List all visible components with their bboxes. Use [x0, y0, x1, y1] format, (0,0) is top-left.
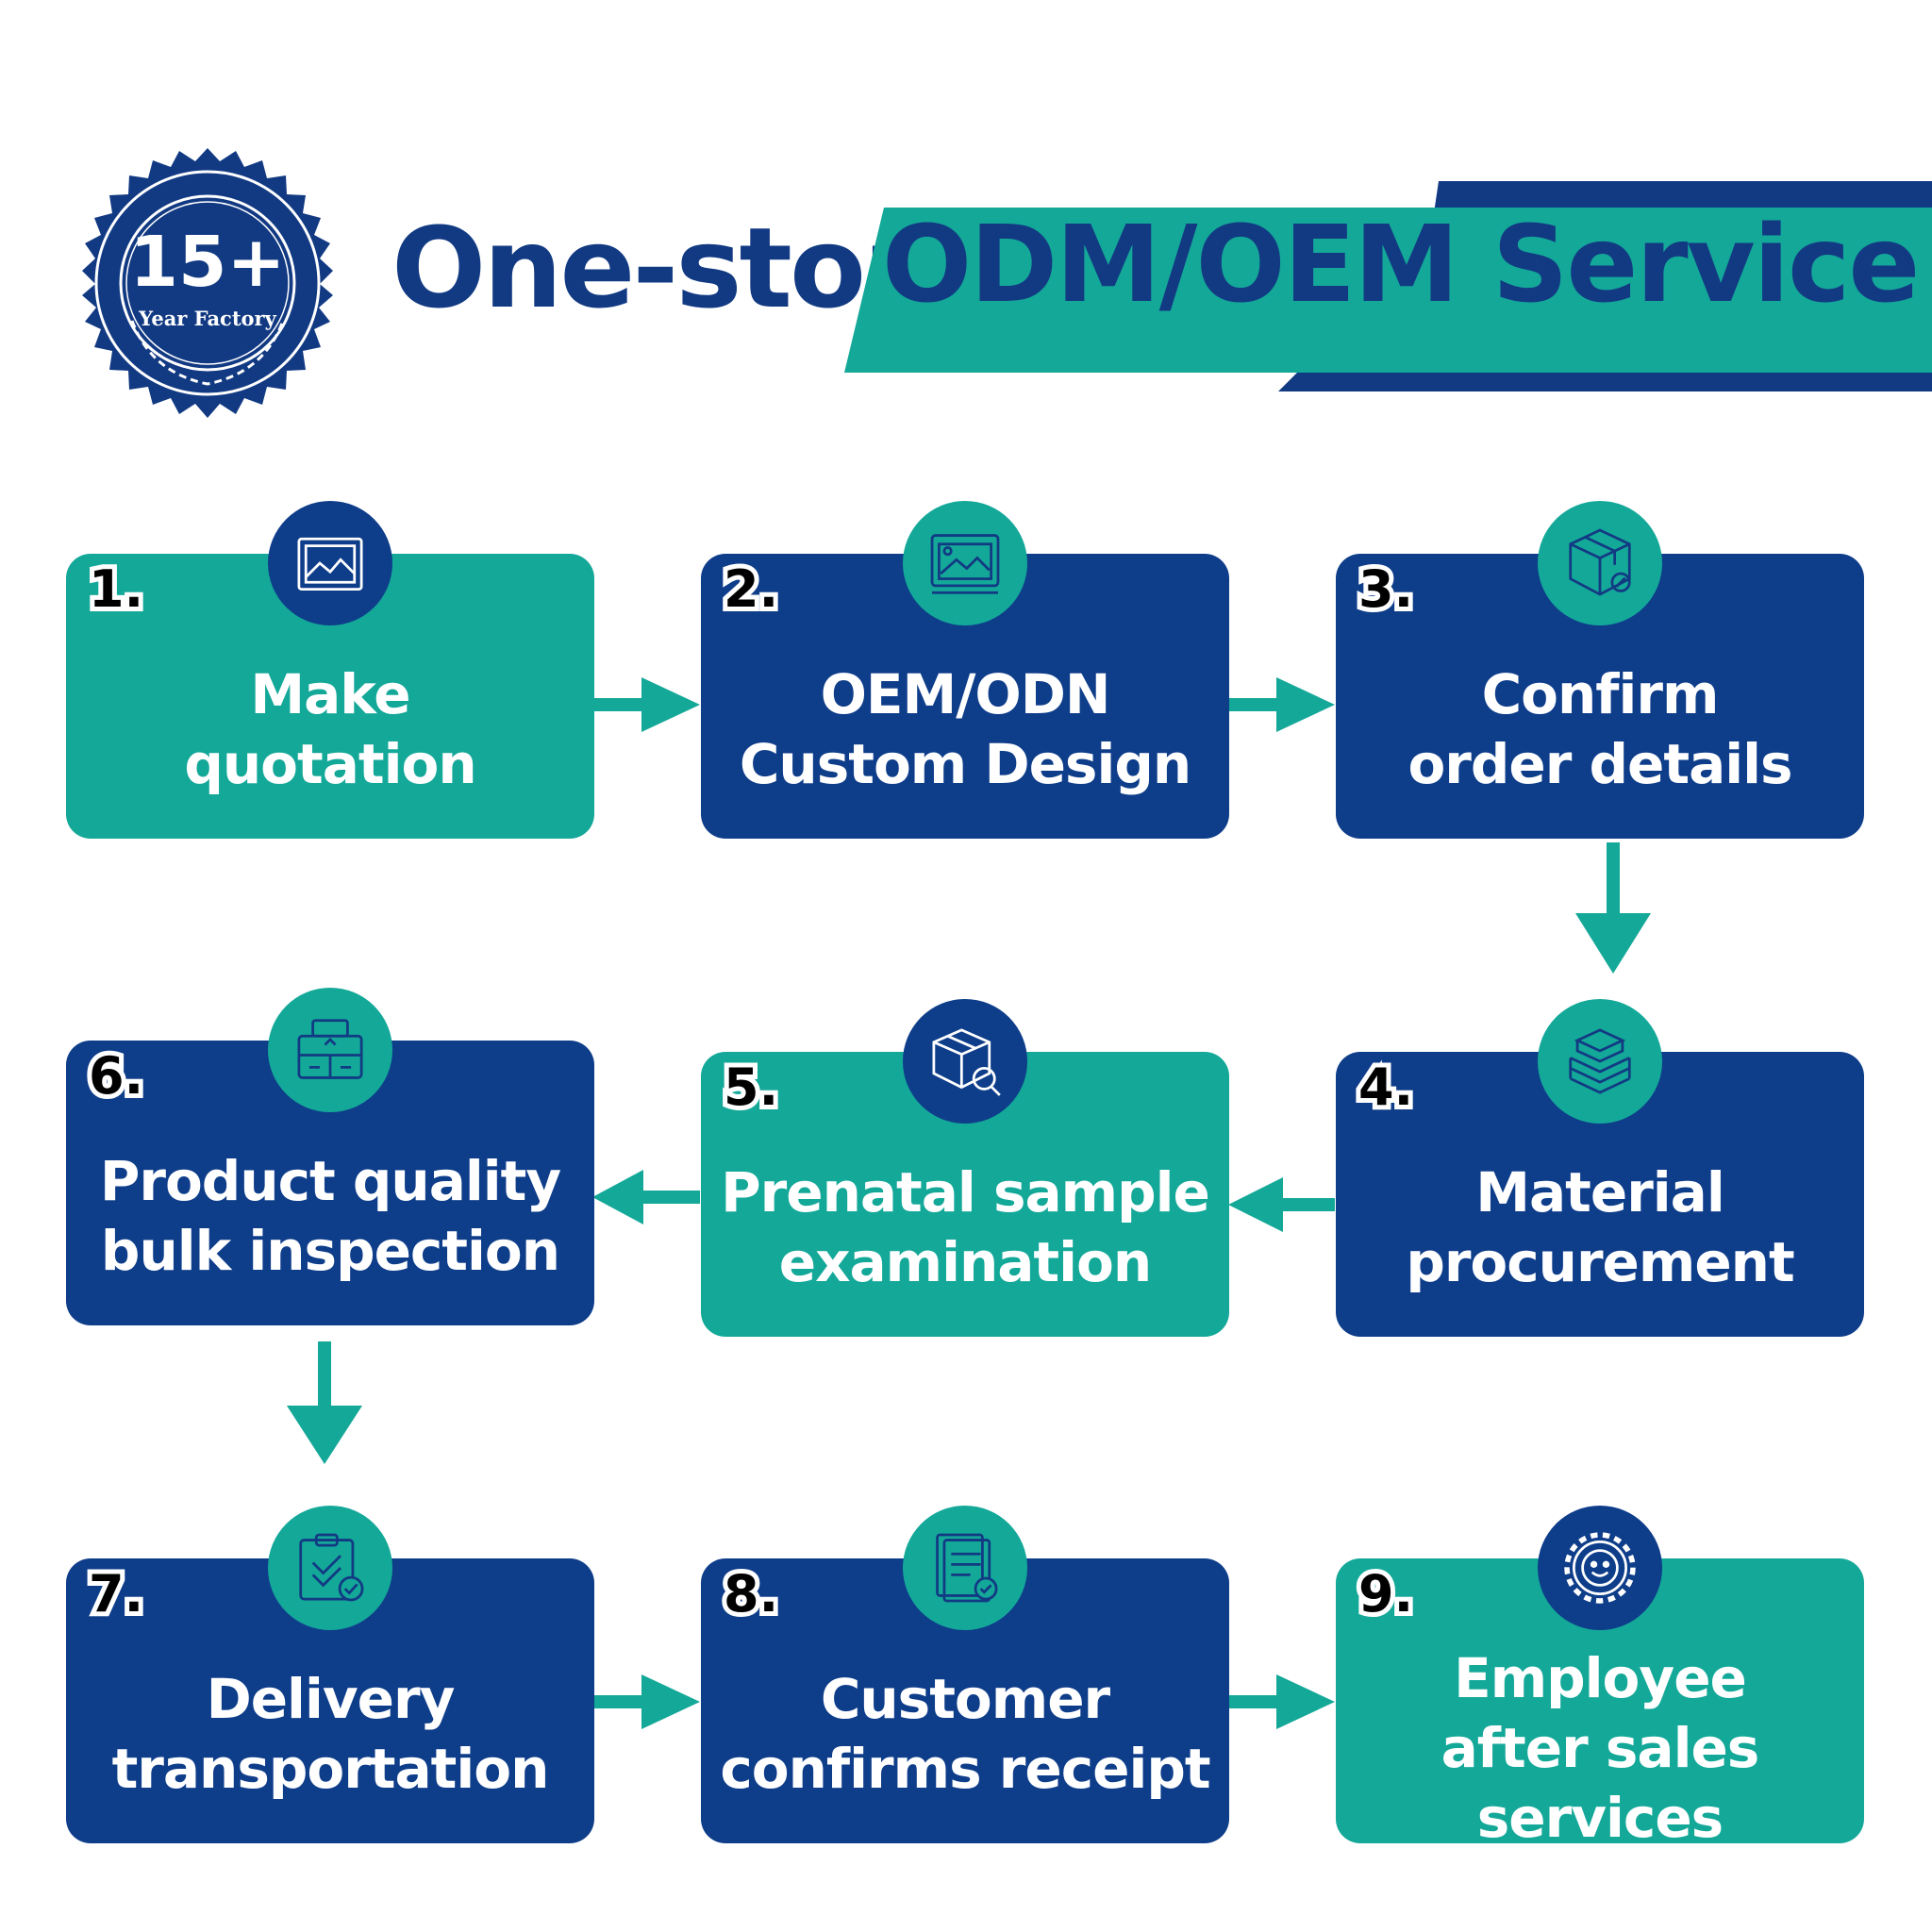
step-2-icon-circle: [903, 501, 1027, 625]
step-2-number: 2.: [719, 555, 783, 624]
badge-caption: Year Factory: [138, 307, 276, 330]
document-check-icon: [936, 1533, 998, 1603]
clipboard-check-icon: [299, 1533, 364, 1602]
step-card-3: 3. Confirm order details: [1336, 501, 1864, 839]
step-5-icon-circle: [903, 999, 1027, 1124]
step-card-2: 2. OEM/ODN Custom Design: [701, 501, 1229, 839]
step-1-label: Make quotation: [184, 661, 476, 796]
step-7-label: Delivery transportation: [111, 1666, 550, 1801]
step-5-label: Prenatal sample examination: [721, 1159, 1210, 1294]
step-3-label: Confirm order details: [1407, 661, 1792, 796]
badge-number: 15+: [130, 222, 286, 303]
picture-frame-icon: [297, 537, 363, 591]
design-image-icon: [930, 534, 1000, 594]
title-part-one: One-stop: [391, 203, 942, 333]
step-card-5: 5. Prenatal sample examination: [701, 999, 1229, 1337]
step-4-label: Material procurement: [1406, 1159, 1794, 1294]
step-3-number: 3.: [1354, 555, 1418, 624]
step-4-icon-circle: [1538, 999, 1662, 1124]
15-year-factory-badge: 15+ Year Factory: [82, 148, 333, 418]
step-9-icon-circle: [1538, 1506, 1662, 1630]
step-7-number: 7.: [84, 1559, 148, 1628]
step-6-number: 6.: [84, 1041, 148, 1110]
step-8-label: Customer confirms receipt: [720, 1666, 1210, 1801]
step-6-label: Product quality bulk inspection: [99, 1148, 561, 1283]
step-8-number: 8.: [719, 1559, 783, 1628]
step-3-icon-circle: [1538, 501, 1662, 625]
step-card-7: 7. Delivery transportation: [66, 1506, 594, 1843]
box-magnifier-icon: [932, 1028, 1001, 1096]
step-1-number: 1.: [84, 555, 148, 624]
title-banner: [844, 181, 1932, 391]
step-card-4: 4. Material procurement: [1336, 999, 1864, 1337]
step-card-1: 1. Make quotation: [66, 501, 594, 839]
step-2-label: OEM/ODN Custom Design: [739, 661, 1191, 796]
step-card-6: 6. Product quality bulk inspection: [66, 988, 594, 1325]
step-9-label: Employee after sales services: [1441, 1645, 1760, 1851]
step-9-number: 9.: [1354, 1559, 1418, 1628]
step-6-icon-circle: [268, 988, 392, 1112]
step-5-number: 5.: [719, 1053, 783, 1122]
step-1-icon-circle: [268, 501, 392, 625]
step-8-icon-circle: [903, 1506, 1027, 1630]
stacked-layers-icon: [1569, 1028, 1631, 1094]
step-4-number: 4.: [1354, 1053, 1418, 1122]
title-part-two: ODM/OEM Service: [882, 204, 1920, 326]
step-7-icon-circle: [268, 1506, 392, 1630]
gear-smile-icon: [1564, 1532, 1636, 1604]
package-box-icon: [1569, 528, 1631, 596]
step-card-9: 9. Employee after sales services: [1336, 1506, 1864, 1850]
step-card-8: 8. Customer confirms receipt: [701, 1506, 1229, 1843]
toolbox-icon: [297, 1019, 363, 1079]
